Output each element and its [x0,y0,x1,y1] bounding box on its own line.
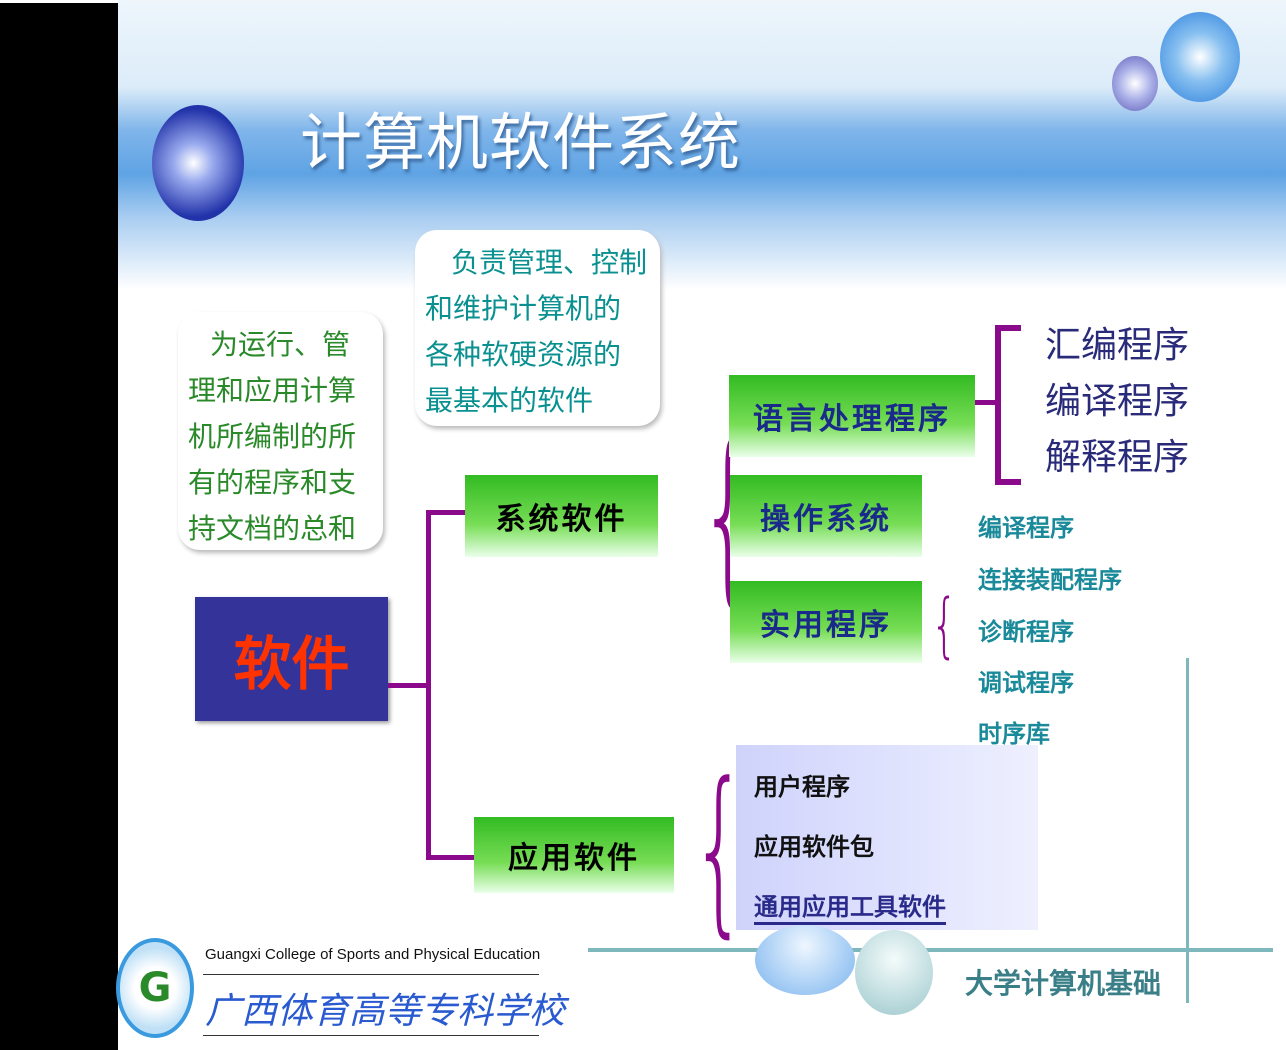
brace-utility: { [930,584,958,666]
utility-item: 诊断程序 [978,618,1074,646]
language-item: 解释程序 [1045,437,1190,478]
application-item: 通用应用工具软件 [754,887,946,925]
utility-item: 连接装配程序 [978,566,1122,594]
course-name: 大学计算机基础 [965,967,1162,1000]
left-black-bar [0,3,118,1050]
connector [426,510,466,515]
orb-decoration [1112,56,1158,111]
node-label: 实用程序 [760,608,892,643]
node-label: 应用软件 [508,841,640,876]
system-software-node: 系统软件 [465,475,658,557]
language-processing-node: 语言处理程序 [729,375,975,457]
application-software-node: 应用软件 [474,817,674,893]
root-software-box: 软件 [195,597,388,721]
utility-node: 实用程序 [730,581,922,663]
college-name-cn: 广西体育高等专科学校 [205,991,566,1032]
node-label: 语言处理程序 [753,402,951,437]
college-logo: G [116,938,194,1038]
callout-line: 有的程序和支 [188,466,357,499]
callout-line: 负责管理、控制 [451,246,648,279]
divider [203,1035,539,1036]
orb-decoration [855,930,933,1015]
divider [203,974,539,975]
page-title: 计算机软件系统 [300,106,742,179]
orb-decoration [152,105,244,221]
application-list-box: 用户程序 应用软件包 通用应用工具软件 [736,745,1038,930]
bracket-language [995,325,1021,485]
orb-decoration [1160,12,1240,102]
footer-line [588,948,1273,952]
callout-line: 机所编制的所 [188,420,357,453]
language-item: 编译程序 [1045,381,1190,422]
callout-line: 为运行、管 [210,328,351,361]
node-label: 操作系统 [760,502,892,537]
language-item: 汇编程序 [1045,325,1190,366]
callout-line: 和维护计算机的 [425,292,622,325]
connector [426,510,431,860]
callout-line: 各种软硬资源的 [425,338,622,371]
callout-line: 持文档的总和 [188,512,357,545]
node-label: 系统软件 [495,502,628,537]
connector [388,683,430,688]
utility-item: 时序库 [978,720,1050,748]
utility-item: 编译程序 [978,514,1074,542]
title-banner [118,0,1286,290]
callout-software-definition: 为运行、管 理和应用计算 机所编制的所 有的程序和支 持文档的总和 [178,312,383,550]
orb-decoration [755,925,855,995]
callout-line: 理和应用计算 [188,374,357,407]
utility-item: 调试程序 [978,669,1074,697]
operating-system-node: 操作系统 [730,475,922,557]
callout-line: 最基本的软件 [425,384,594,417]
connector [975,400,997,405]
callout-system-definition: 负责管理、控制 和维护计算机的 各种软硬资源的 最基本的软件 [415,230,660,426]
application-item: 应用软件包 [754,833,874,861]
footer-line [1186,658,1189,1003]
application-item: 用户程序 [754,773,850,801]
connector [426,855,474,860]
college-name-en: Guangxi College of Sports and Physical E… [205,946,541,963]
root-label: 软件 [233,630,350,698]
